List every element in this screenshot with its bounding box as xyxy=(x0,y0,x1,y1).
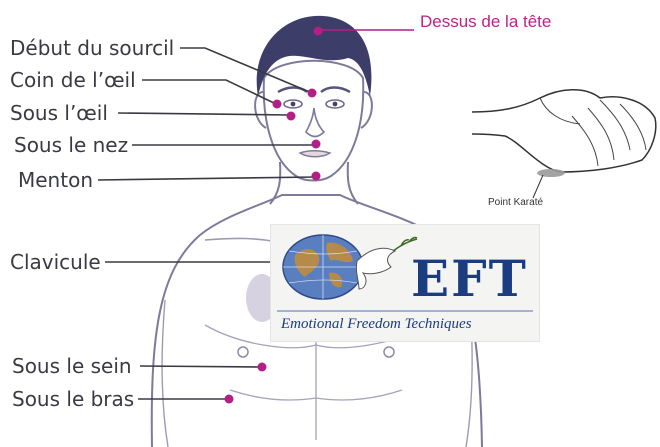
point-under-nose xyxy=(312,140,321,149)
eft-logo: EFT Emotional Freedom Techniques xyxy=(270,224,540,342)
point-eyebrow xyxy=(308,89,317,98)
label-top-of-head: Dessus de la tête xyxy=(420,13,551,30)
label-karate-point: Point Karaté xyxy=(488,197,543,208)
label-under-nose: Sous le nez xyxy=(14,135,128,155)
point-eye-corner xyxy=(273,100,282,109)
leader-under-breast xyxy=(140,366,262,367)
left-pupil xyxy=(291,102,296,107)
logo-divider xyxy=(277,310,533,312)
eft-letters: EFT xyxy=(411,249,528,308)
label-chin: Menton xyxy=(18,170,93,190)
label-eye-corner: Coin de l’œil xyxy=(10,70,136,90)
point-under-eye xyxy=(287,112,296,121)
label-under-eye: Sous l’œil xyxy=(10,103,108,123)
mouth xyxy=(300,151,330,157)
hand-illustration xyxy=(472,90,656,198)
dove-icon xyxy=(356,248,395,289)
karate-point-marker xyxy=(537,169,565,177)
leader-chin xyxy=(98,177,316,180)
label-under-arm: Sous le bras xyxy=(12,389,134,409)
right-pupil xyxy=(333,102,338,107)
point-under-breast xyxy=(258,363,267,372)
point-under-arm xyxy=(225,395,234,404)
hand-outline xyxy=(472,90,656,172)
globe-dove-emblem xyxy=(275,227,425,313)
label-under-breast: Sous le sein xyxy=(12,356,132,376)
point-top-of-head xyxy=(314,27,323,36)
label-collarbone: Clavicule xyxy=(10,252,101,272)
label-eyebrow: Début du sourcil xyxy=(10,38,174,58)
eft-subtitle: Emotional Freedom Techniques xyxy=(281,316,472,333)
point-chin xyxy=(312,172,321,181)
karate-leader-line xyxy=(533,175,543,198)
